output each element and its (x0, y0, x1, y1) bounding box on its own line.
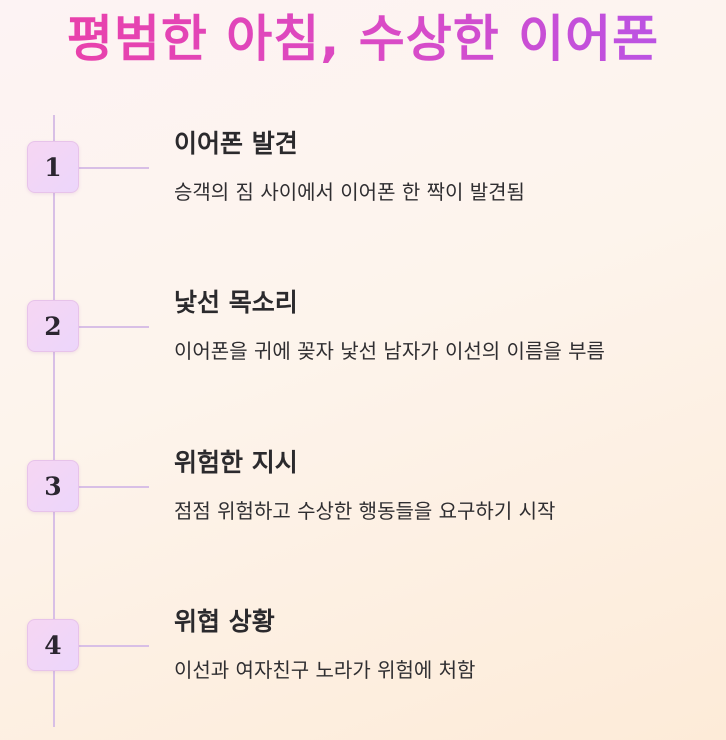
step-description: 이선과 여자친구 노라가 위험에 처함 (174, 658, 476, 682)
timeline-step-3: 3 위험한 지시 점점 위험하고 수상한 행동들을 요구하기 시작 (0, 448, 726, 580)
timeline-step-1: 1 이어폰 발견 승객의 짐 사이에서 이어폰 한 짝이 발견됨 (0, 129, 726, 261)
step-connector (78, 326, 149, 328)
step-description: 이어폰을 귀에 꽂자 낯선 남자가 이선의 이름을 부름 (174, 339, 605, 363)
page-title: 평범한 아침, 수상한 이어폰 (0, 4, 726, 74)
step-description: 점점 위험하고 수상한 행동들을 요구하기 시작 (174, 499, 556, 523)
step-description: 승객의 짐 사이에서 이어폰 한 짝이 발견됨 (174, 180, 525, 204)
step-number-badge: 1 (27, 141, 79, 193)
step-connector (78, 167, 149, 169)
step-number-badge: 4 (27, 619, 79, 671)
timeline-line (53, 115, 55, 727)
step-title: 위험한 지시 (174, 448, 298, 477)
step-title: 이어폰 발견 (174, 129, 298, 158)
step-title: 위협 상황 (174, 607, 275, 636)
step-connector (78, 486, 149, 488)
timeline-step-2: 2 낯선 목소리 이어폰을 귀에 꽂자 낯선 남자가 이선의 이름을 부름 (0, 288, 726, 420)
step-connector (78, 645, 149, 647)
step-title: 낯선 목소리 (174, 288, 298, 317)
timeline-step-4: 4 위협 상황 이선과 여자친구 노라가 위험에 처함 (0, 607, 726, 739)
step-number-badge: 2 (27, 300, 79, 352)
step-number-badge: 3 (27, 460, 79, 512)
